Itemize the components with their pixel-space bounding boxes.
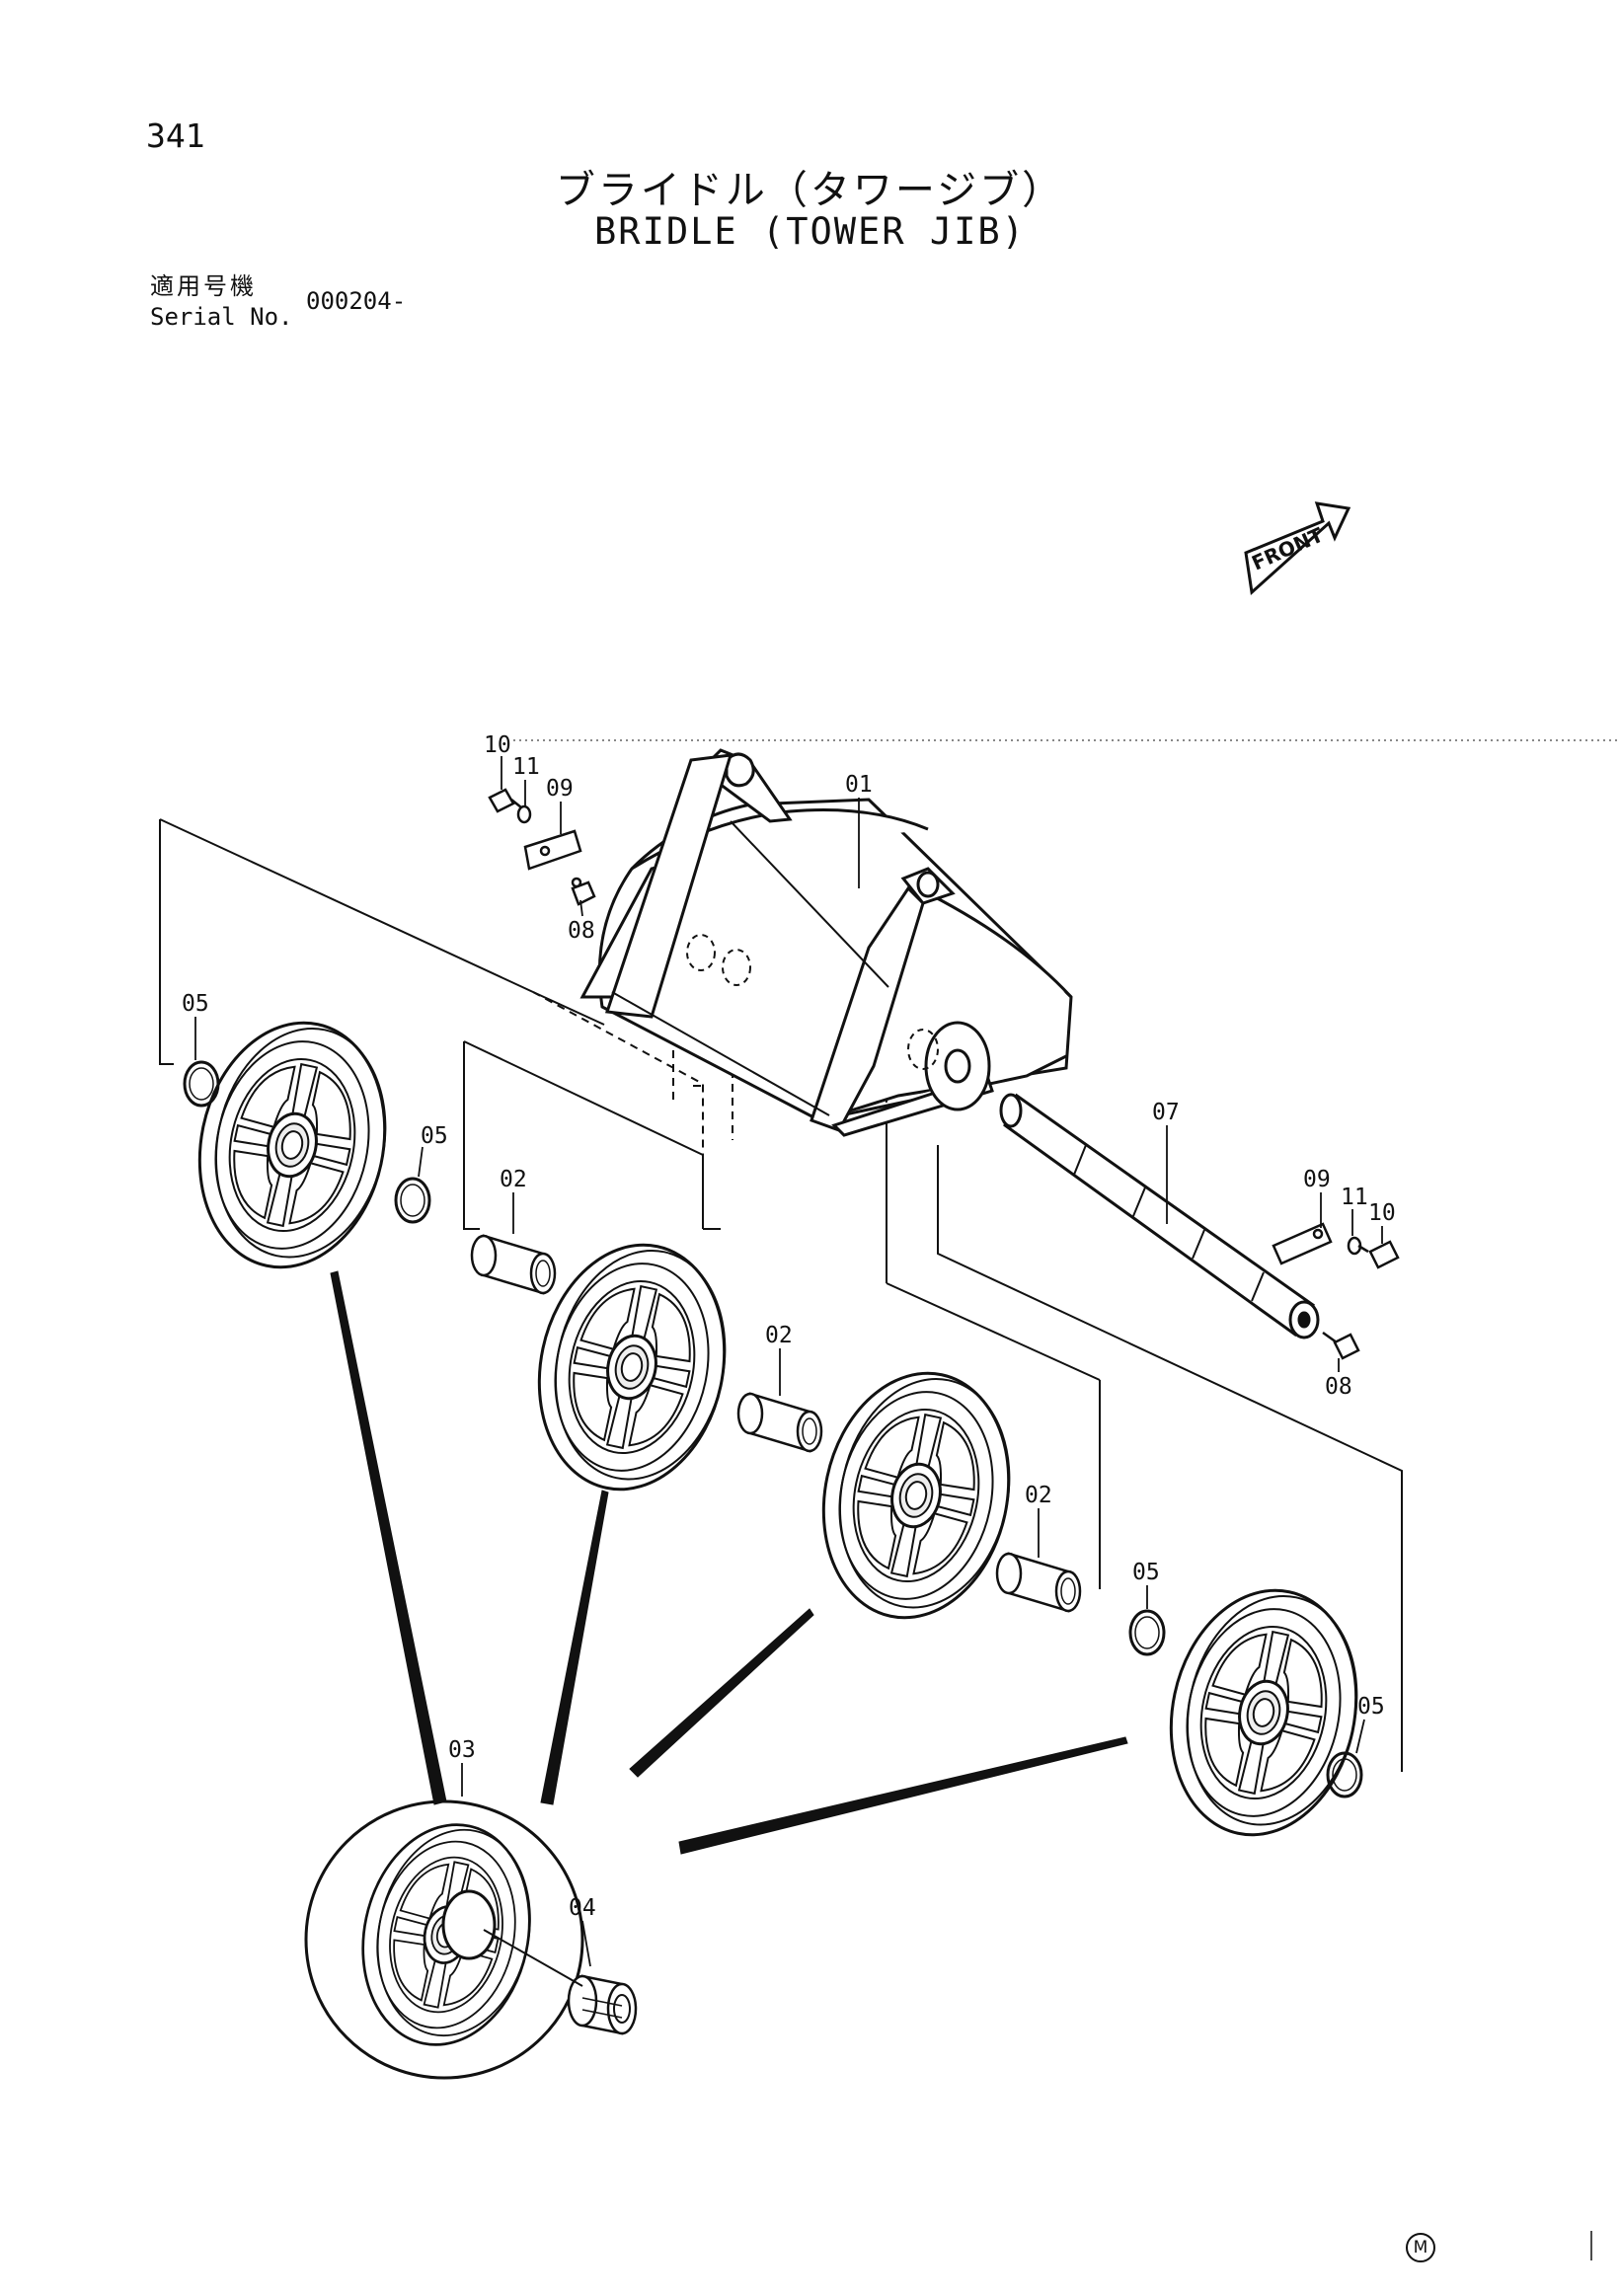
callout-03: 03	[448, 1737, 476, 1763]
page-number: 341	[146, 116, 205, 155]
ring-part-05-a	[183, 1060, 220, 1108]
grease-fitting-part-08-upper	[571, 877, 596, 906]
callout-05: 05	[182, 991, 209, 1017]
washer-part-11-upper	[516, 804, 532, 824]
callout-11: 11	[512, 754, 540, 780]
callout-08: 08	[568, 918, 595, 944]
callout-02: 02	[765, 1323, 793, 1348]
bushing-part-02-b	[736, 1392, 823, 1453]
shaft-part-07	[999, 1093, 1320, 1339]
callout-11: 11	[1341, 1185, 1368, 1210]
callout-02: 02	[1025, 1483, 1052, 1508]
callout-04: 04	[569, 1895, 596, 1921]
ring-part-05-c	[1128, 1609, 1166, 1656]
front-label: FRONT	[1248, 522, 1327, 574]
lock-plate-part-09-lower	[1272, 1222, 1333, 1265]
lock-plate-part-09-upper	[523, 829, 582, 871]
bushing-part-02-c	[995, 1552, 1082, 1613]
ring-part-05-b	[394, 1177, 431, 1224]
frame-bolt-holes	[686, 934, 939, 1070]
callout-10: 10	[484, 732, 511, 758]
callout-05: 05	[1132, 1560, 1160, 1585]
bridle-frame-part-01	[579, 748, 1073, 1137]
title-english: BRIDLE (TOWER JIB)	[594, 210, 1026, 253]
serial-label-english: Serial No.	[150, 303, 293, 331]
bearing-part-04	[567, 1974, 638, 2035]
footer-mark: M	[1406, 2233, 1435, 2262]
front-direction-arrow: FRONT	[1244, 501, 1351, 595]
serial-number-value: 000204-	[306, 287, 407, 315]
callout-09: 09	[1303, 1167, 1331, 1192]
callout-02: 02	[500, 1167, 527, 1192]
callout-05: 05	[1357, 1694, 1385, 1720]
callout-leader-lines	[194, 756, 1383, 1967]
callout-01: 01	[845, 772, 873, 798]
sheave-4	[1147, 1571, 1380, 1854]
title-japanese: ブライドル（タワージブ）	[555, 168, 1065, 213]
callout-09: 09	[546, 776, 574, 802]
bolt-part-10-upper	[488, 788, 522, 813]
callout-08: 08	[1325, 1374, 1352, 1400]
ring-part-05-d	[1326, 1751, 1363, 1799]
assembly-guide-lines	[159, 818, 1403, 1772]
callout-05: 05	[421, 1123, 448, 1149]
bushing-part-02-a	[470, 1234, 557, 1295]
serial-label-japanese: 適用号機	[150, 272, 257, 300]
callout-07: 07	[1152, 1100, 1180, 1125]
sheave-3	[800, 1354, 1033, 1637]
grease-fitting-part-08-lower	[1322, 1331, 1360, 1360]
detail-pointers	[330, 1270, 1128, 1855]
detail-view-circle	[304, 1799, 638, 2080]
bolt-part-10-lower	[1357, 1240, 1400, 1269]
sheave-1	[176, 1004, 409, 1286]
callout-10: 10	[1368, 1200, 1396, 1226]
